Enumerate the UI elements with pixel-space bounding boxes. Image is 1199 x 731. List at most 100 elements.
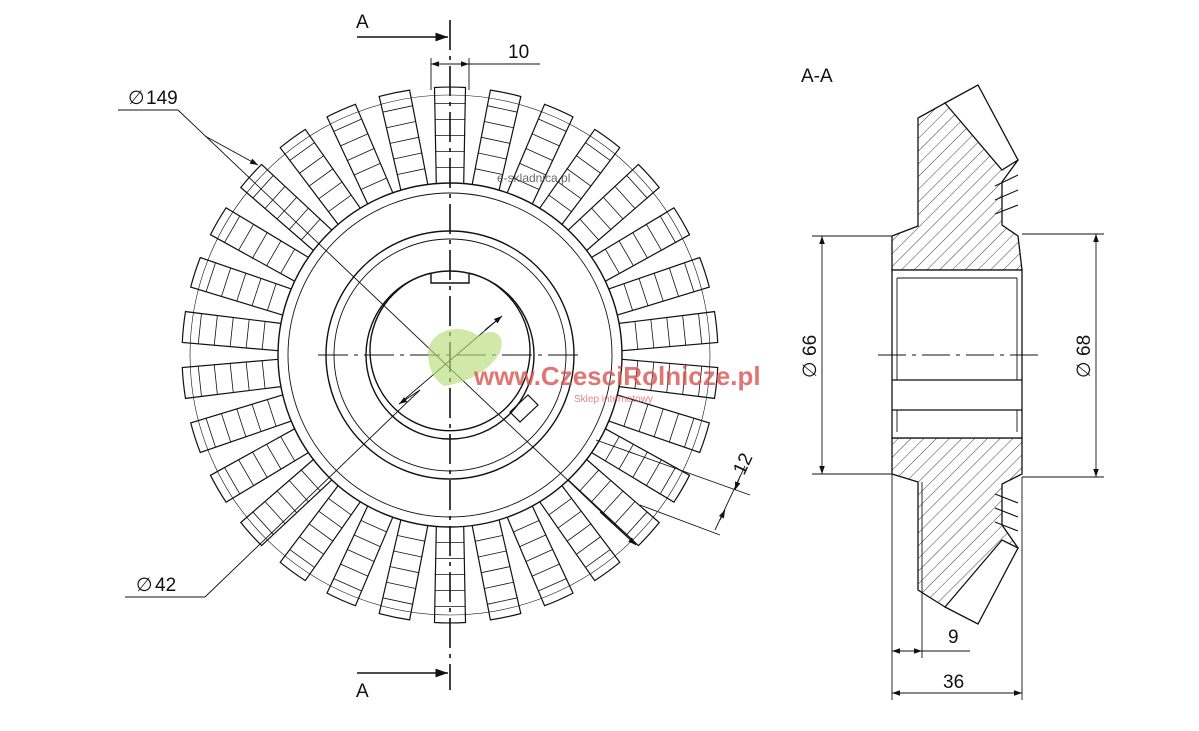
tooth-line — [638, 277, 649, 307]
section-bore — [891, 269, 1023, 439]
tooth-line — [327, 497, 352, 516]
keyway-secondary — [509, 394, 539, 423]
tooth-line — [288, 479, 309, 503]
tooth-line — [575, 155, 602, 174]
tooth-line — [288, 207, 309, 231]
tooth-cut-lower — [943, 539, 1019, 625]
section-body-lower — [891, 437, 1023, 608]
tooth-line — [353, 534, 381, 548]
tooth-line — [579, 469, 600, 492]
tooth-line — [632, 451, 649, 479]
tooth-line — [682, 364, 687, 395]
gear-teeth — [181, 86, 719, 624]
tooth-line — [205, 417, 216, 448]
tooth-line — [327, 194, 352, 213]
gear-tooth — [209, 428, 309, 504]
tooth-line — [266, 240, 282, 267]
tooth-line — [480, 136, 511, 144]
tooth-line — [393, 152, 423, 160]
tooth-line — [487, 597, 518, 605]
section-title: A-A — [801, 66, 833, 87]
tooth-line — [682, 315, 687, 346]
tooth-line — [618, 240, 634, 267]
tooth-line — [659, 467, 676, 495]
tooth-line — [238, 223, 255, 251]
tooth-line — [298, 155, 325, 174]
tooth-line — [238, 459, 255, 487]
hub-diameter-right-symbol: ∅ — [1074, 361, 1095, 378]
tooth-line — [602, 490, 624, 514]
tooth-line — [385, 581, 417, 589]
tooth-line — [653, 408, 664, 438]
tooth-line — [318, 510, 343, 529]
tooth-line — [213, 364, 218, 395]
tooth-line — [623, 399, 634, 427]
tooth-line — [308, 168, 334, 187]
tooth-line — [308, 523, 334, 542]
hub-offset-label: 9 — [948, 627, 959, 648]
tooth-line — [668, 412, 680, 443]
tooth-line — [477, 152, 507, 160]
tooth-line — [213, 315, 218, 346]
tooth-line — [300, 218, 321, 241]
gear-tooth — [591, 206, 691, 282]
section-marker-top: A — [356, 12, 369, 33]
tooth-line — [474, 168, 504, 175]
tooth-line — [339, 133, 369, 147]
tooth-line — [483, 581, 515, 589]
tooth-line — [659, 215, 676, 243]
tooth-line — [346, 548, 375, 563]
hub-diameter-left-symbol: ∅ — [800, 361, 821, 378]
tooth-line — [266, 443, 282, 470]
hub-diameter-left-label: 66 — [800, 335, 821, 356]
tooth-line — [512, 177, 540, 190]
tooth-line — [339, 563, 369, 577]
tooth-line — [346, 147, 375, 162]
tooth-line — [566, 168, 592, 187]
tooth-line — [626, 511, 648, 536]
tooth-line — [251, 231, 268, 259]
section-marker-bottom: A — [356, 681, 369, 702]
tooth-line — [264, 185, 286, 210]
tooth-line — [266, 283, 277, 311]
tooth-line — [566, 523, 592, 542]
tooth-line — [585, 549, 611, 568]
tooth-line — [276, 490, 298, 514]
hub-diameter-left-dimension: ∅ 66 — [800, 235, 892, 475]
gear-tooth — [326, 505, 394, 607]
watermark: www.CzesciRolnicze.pl Sklep internetowy … — [428, 171, 761, 405]
tooth-line — [289, 549, 315, 568]
tooth-line — [382, 105, 413, 113]
watermark-leaf-icon — [428, 329, 502, 386]
tooth-line — [531, 563, 561, 577]
tooth-line — [300, 469, 321, 492]
tooth-line — [276, 196, 298, 220]
bore-circle — [369, 272, 531, 432]
tooth-line — [575, 536, 602, 555]
tooth-line — [280, 248, 296, 274]
tooth-line — [333, 578, 363, 592]
watermark-small: e-skladnica.pl — [497, 171, 570, 185]
tooth-line — [480, 566, 511, 574]
tooth-line — [477, 550, 507, 558]
tooth-line — [318, 181, 343, 200]
gear-tooth — [506, 103, 574, 205]
tooth-depth-label: 12 — [729, 450, 757, 478]
total-width-label: 36 — [943, 672, 964, 693]
gear-tooth — [209, 206, 309, 282]
tooth-line — [251, 403, 262, 433]
gear-tooth — [506, 505, 574, 607]
hub-offset-dimension: 9 — [891, 474, 970, 700]
tooth-line — [245, 361, 250, 392]
tooth-line — [548, 194, 573, 213]
tooth-line — [623, 283, 634, 311]
tooth-line — [382, 597, 413, 605]
tooth-line — [251, 277, 262, 307]
tooth-line — [531, 133, 561, 147]
front-view — [181, 86, 719, 624]
tooth-line — [618, 443, 634, 470]
tooth-line — [653, 272, 664, 302]
tooth-line — [333, 118, 363, 132]
tooth-line — [236, 272, 247, 302]
